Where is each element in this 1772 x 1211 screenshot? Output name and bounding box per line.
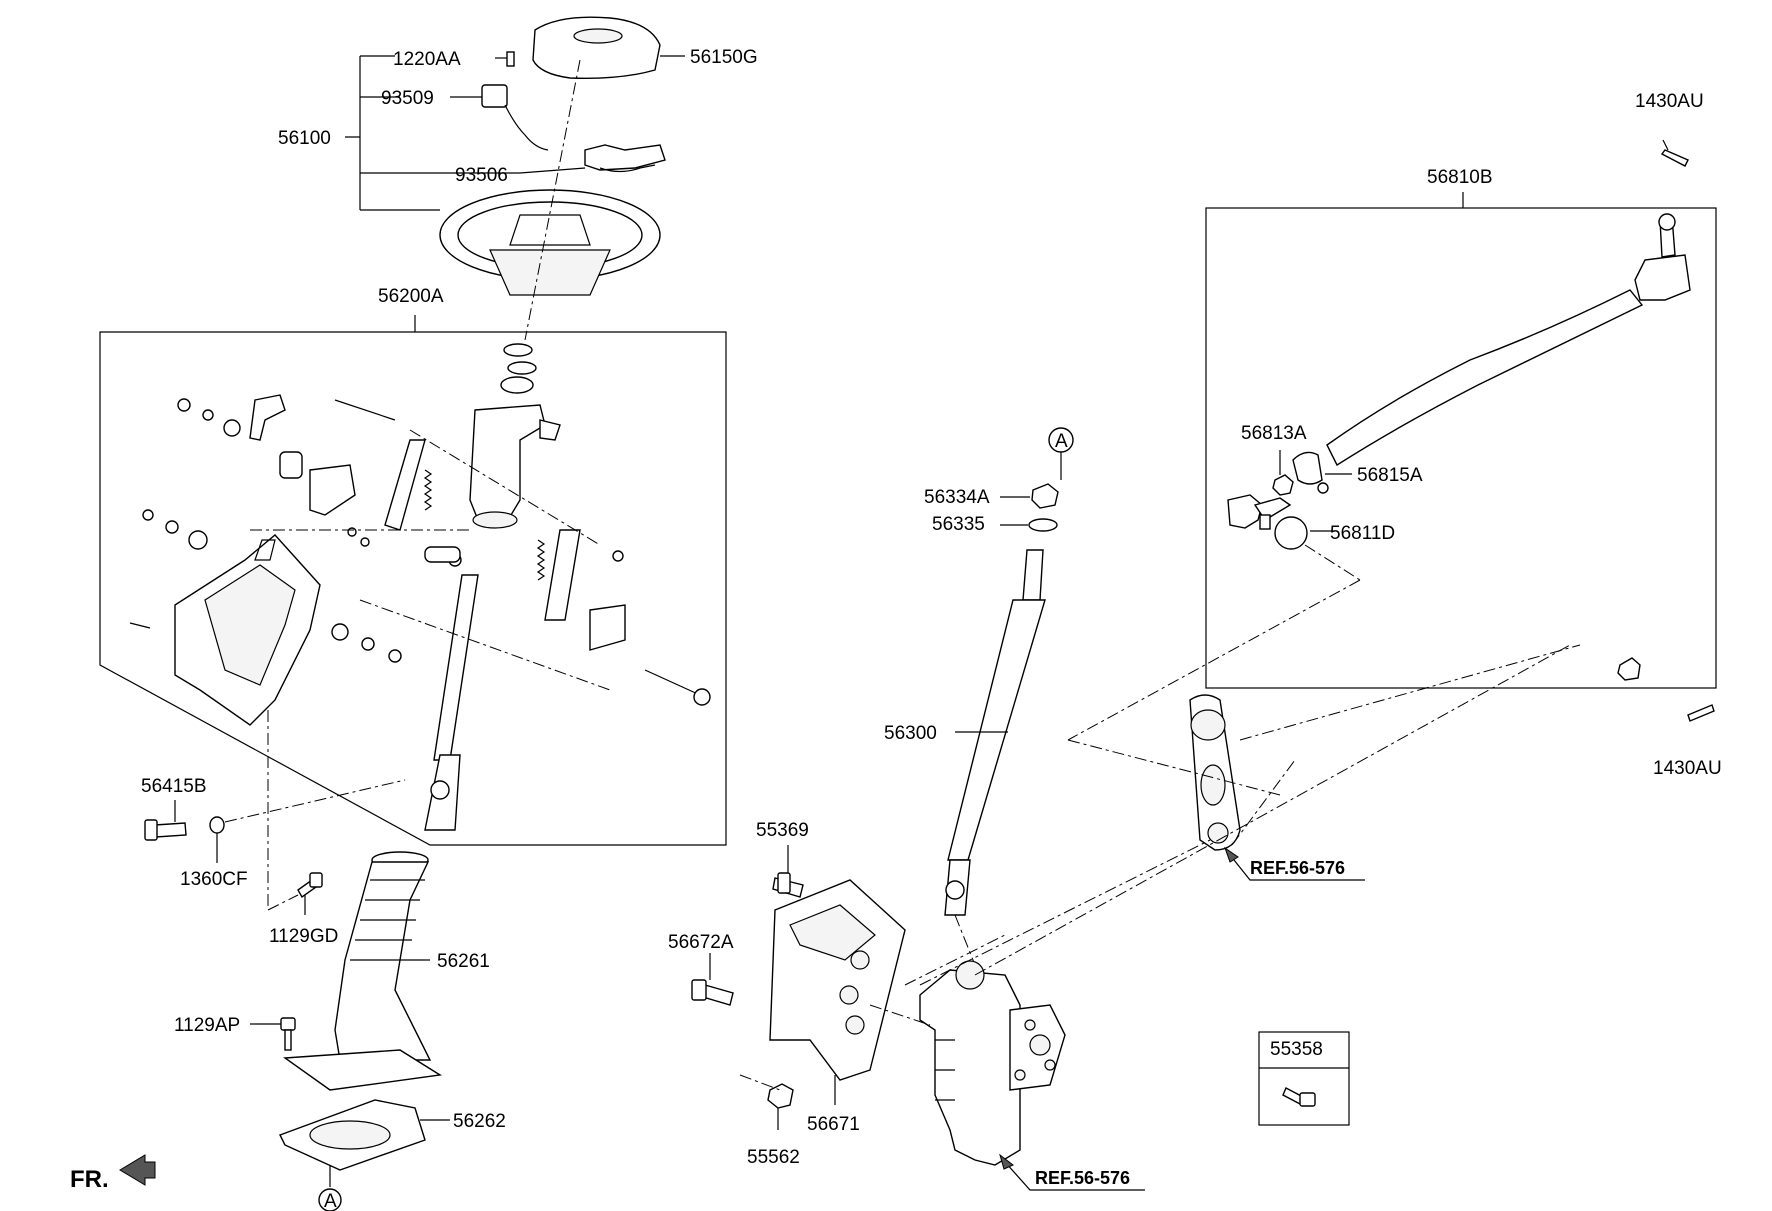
steering-wheel-group: [345, 16, 685, 341]
label-A-bottom: A: [324, 1191, 337, 1211]
intermediate-shaft-group: [944, 427, 1074, 966]
label-56262: 56262: [453, 1111, 506, 1132]
label-56810B: 56810B: [1427, 167, 1493, 188]
cotter-pin-top: [1660, 139, 1689, 167]
label-1360CF: 1360CF: [180, 869, 248, 890]
label-93509: 93509: [381, 88, 434, 109]
label-A-top: A: [1055, 431, 1068, 452]
cotter-pin-bottom: [1687, 704, 1715, 722]
bracket-56671: [769, 879, 906, 1105]
label-93506: 93506: [455, 165, 508, 186]
label-56100: 56100: [278, 128, 331, 149]
label-56200A: 56200A: [378, 286, 444, 307]
box-55358: [1258, 1031, 1350, 1126]
horn-pad-56150G: [532, 16, 685, 80]
label-55562: 55562: [747, 1147, 800, 1168]
ref-label-right[interactable]: REF.56-576: [1250, 858, 1345, 878]
label-56335: 56335: [932, 514, 985, 535]
boot-group: [144, 710, 450, 1211]
gear-box: [919, 960, 1066, 1166]
label-56300: 56300: [884, 723, 937, 744]
label-56334A: 56334A: [924, 487, 990, 508]
plate-56262: [279, 1099, 450, 1171]
ref-arrow-right: [1224, 846, 1365, 881]
label-56672A: 56672A: [668, 932, 734, 953]
ref-label-bottom[interactable]: REF.56-576: [1035, 1168, 1130, 1188]
label-55369: 55369: [756, 820, 809, 841]
label-56811D: 56811D: [1330, 523, 1395, 544]
label-56261: 56261: [437, 951, 490, 972]
tie-rod-box-56810B: [1067, 192, 1717, 741]
front-direction-arrow: [119, 1154, 156, 1186]
mounting-bracket: [174, 534, 321, 726]
steering-gear-group: [691, 845, 1066, 1166]
bolt-1220AA: [495, 51, 515, 67]
harness-93506: [519, 144, 666, 174]
boot-56261: [283, 851, 443, 1091]
label-56813A: 56813A: [1241, 423, 1307, 444]
label-56671: 56671: [807, 1114, 860, 1135]
label-1129AP: 1129AP: [174, 1015, 240, 1036]
pitman-arm: [919, 644, 1571, 986]
ref-arrow-bottom: [999, 1153, 1145, 1191]
steering-wheel-56100: [439, 189, 661, 296]
column-assembly-56200A: [99, 315, 727, 846]
front-label: FR.: [70, 1166, 109, 1193]
label-1430AU-bottom: 1430AU: [1653, 758, 1722, 779]
label-1129GD: 1129GD: [269, 926, 338, 947]
label-56415B: 56415B: [141, 776, 207, 797]
label-56815A: 56815A: [1357, 465, 1423, 486]
label-55358: 55358: [1270, 1039, 1323, 1060]
label-1430AU-top: 1430AU: [1635, 91, 1704, 112]
label-1220AA: 1220AA: [393, 49, 461, 70]
switch-93509: [450, 84, 549, 151]
label-56150G: 56150G: [690, 47, 758, 68]
